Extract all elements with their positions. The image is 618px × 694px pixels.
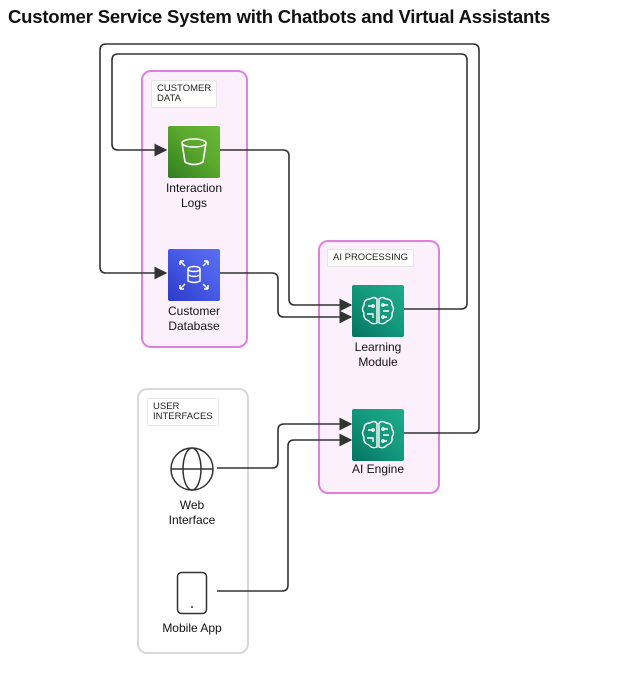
customer-database-label: Customer Database (167, 304, 220, 333)
group-customer-data: CUSTOMER DATA (141, 70, 248, 348)
edge-engine-to-database (99, 43, 480, 434)
mobile-app-label: Mobile App (162, 621, 222, 635)
web-interface-label: Web Interface (168, 498, 216, 527)
group-label-customer-data: CUSTOMER DATA (151, 80, 218, 108)
s3-bucket-icon (181, 138, 207, 166)
customer-database-node[interactable] (168, 249, 220, 301)
edge-web-to-engine (217, 417, 353, 469)
database-icon (179, 260, 209, 290)
learning-module-label: Learning Module (354, 340, 402, 369)
brain-circuit-icon (361, 420, 395, 449)
interaction-logs-node[interactable] (168, 126, 220, 178)
mobile-app-node[interactable] (176, 571, 208, 615)
mobile-phone-icon (176, 571, 208, 615)
ai-engine-node[interactable] (352, 409, 404, 461)
group-label-user-interfaces: USER INTERFACES (147, 398, 219, 426)
learning-module-node[interactable] (352, 285, 404, 337)
globe-icon (170, 447, 214, 491)
group-user-interfaces: USER INTERFACES (137, 388, 249, 654)
group-label-ai-processing: AI PROCESSING (327, 249, 414, 267)
edge-mobile-to-engine (217, 433, 353, 592)
diagram-title: Customer Service System with Chatbots an… (8, 6, 551, 27)
brain-circuit-icon (361, 296, 395, 325)
ai-engine-label: AI Engine (351, 462, 405, 476)
edge-learning-to-logs (111, 53, 468, 310)
edge-database-to-learning (220, 272, 353, 324)
edge-logs-to-learning (220, 149, 353, 312)
web-interface-node[interactable] (168, 445, 216, 493)
interaction-logs-label: Interaction Logs (165, 181, 223, 210)
